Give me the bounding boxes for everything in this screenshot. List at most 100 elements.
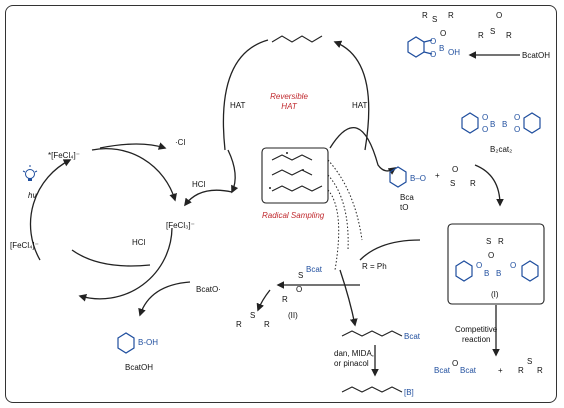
cycle-arrow-left — [29, 159, 72, 261]
chain-b — [341, 386, 403, 393]
o-atom-1: O — [430, 37, 436, 46]
b-bracket-label: [B] — [404, 388, 414, 397]
b-o-radical: B–O — [410, 174, 426, 183]
sulfide-product: R S R — [236, 289, 271, 329]
bcatoh-bottom: B-OH BcatOH — [117, 332, 158, 372]
o-b2-1: O — [482, 113, 488, 122]
s-s-complex: S — [450, 179, 455, 188]
s-ii: S — [298, 271, 303, 280]
s-sulfoxide: S — [432, 15, 437, 24]
cycle-arrow-bottom — [78, 227, 173, 302]
r-left: R — [422, 11, 428, 20]
r-free-left: R — [478, 31, 484, 40]
light-bulb-icon — [22, 165, 38, 181]
o-c1: O — [476, 261, 482, 270]
alkane-top — [271, 35, 323, 43]
radical-dot-2 — [302, 169, 304, 171]
o-b2-3: O — [514, 113, 520, 122]
dotted-line-1 — [327, 159, 363, 241]
competitive-label-2: reaction — [462, 335, 490, 344]
reagents-label-2: or pinacol — [334, 359, 369, 368]
o-sulfoxide: O — [440, 29, 446, 38]
o-atom-2: O — [430, 50, 436, 59]
radical-chain-1 — [271, 154, 313, 161]
cl-radical-label: ·Cl — [175, 138, 185, 147]
radical-chain-3 — [271, 185, 323, 192]
r-sulfide-left: R — [518, 366, 524, 375]
bcatoh-sulfoxide-complex: O O B OH O S R R O S R R BcatOH — [407, 11, 550, 60]
hat-right-down — [329, 127, 397, 175]
photocatalytic-cycle: *[FeCl₄]⁻ [FeCl₄]⁻ [FeCl₃]⁻ hν ·Cl HCl H… — [10, 138, 233, 317]
dotted-line-3 — [327, 189, 340, 271]
hcl-return-arrow — [71, 249, 151, 267]
b-c1: B — [484, 269, 489, 278]
hcl-label-bottom: HCl — [132, 238, 146, 247]
to-chain-arrow — [339, 269, 358, 327]
hat-right-label: HAT — [352, 101, 368, 110]
complex-i: O B B O S R O (I) — [447, 223, 545, 305]
b-b2-2: B — [502, 120, 507, 129]
r-ii: R — [282, 295, 288, 304]
bcat-o-bcat-left: Bcat — [434, 366, 451, 375]
fecl4-label: [FeCl₄]⁻ — [10, 241, 39, 250]
hv-label: hν — [28, 191, 36, 200]
plus-2: + — [498, 366, 503, 375]
bcatoh-bottom-label: BcatOH — [125, 363, 153, 372]
chain-bcat — [341, 330, 403, 337]
hat-right-up — [333, 40, 370, 151]
competitive-label-1: Competitive — [455, 325, 498, 334]
radical-dot-3 — [269, 187, 271, 189]
dotted-line-2 — [327, 174, 349, 251]
reagents-label-1: dan, MIDA, — [334, 349, 374, 358]
ii-label: (II) — [288, 311, 298, 320]
s-sp: S — [250, 311, 255, 320]
o-ii: O — [296, 285, 302, 294]
bcat-chain-label: Bcat — [404, 332, 421, 341]
o-c3: O — [488, 251, 494, 260]
b-oh-bottom: B-OH — [138, 338, 158, 347]
bcat-ii: Bcat — [306, 265, 323, 274]
hat-left-down — [227, 149, 239, 194]
r-eq-ph-label: R = Ph — [362, 262, 387, 271]
bcatoh-release-arrow — [138, 281, 191, 317]
hat-cycle: HAT HAT Reversible HAT Radical Sampling — [222, 35, 397, 271]
hat-left-curve — [222, 39, 269, 151]
alkyl-boronate: Bcat dan, MIDA, or pinacol [B] — [334, 269, 421, 397]
r-sulfide-right: R — [537, 366, 543, 375]
r-free-right: R — [506, 31, 512, 40]
r-sp-right: R — [264, 320, 270, 329]
o-s-complex: O — [452, 165, 458, 174]
o-b2-2: O — [482, 125, 488, 134]
radical-sampling-label: Radical Sampling — [262, 211, 325, 220]
complex-i-box — [447, 223, 545, 305]
o-bridge: O — [452, 359, 458, 368]
bcat-o-bcat-right: Bcat — [460, 366, 477, 375]
reversible-hat-label-1: Reversible — [270, 92, 308, 101]
r-sp-left: R — [236, 320, 242, 329]
reversible-hat-label-2: HAT — [281, 102, 298, 111]
radical-sampling-box — [261, 147, 329, 204]
s-c: S — [486, 237, 491, 246]
b-b2-1: B — [490, 120, 495, 129]
s-free: S — [490, 27, 495, 36]
r-s-complex: R — [470, 179, 476, 188]
bcato-label-1: Bca — [400, 193, 414, 202]
figure-frame — [5, 5, 557, 403]
bcato-dot-label: BcatO· — [196, 285, 221, 294]
b2cat2-label: B₂cat₂ — [490, 145, 512, 154]
r-right: R — [448, 11, 454, 20]
o-b2-4: O — [514, 125, 520, 134]
oh-group: OH — [448, 48, 460, 57]
o-free: O — [496, 11, 502, 20]
bcato-radical-plus-sulfide: B–O Bca tO + O S R — [389, 164, 504, 212]
hcl-uptake-arrow — [184, 189, 233, 207]
to-complex-i-arrow — [474, 164, 504, 207]
r-c: R — [498, 237, 504, 246]
hcl-label-top: HCl — [192, 180, 206, 189]
fecl3-label: [FeCl₃]⁻ — [166, 221, 195, 230]
cl-release-arrow — [99, 142, 167, 150]
radical-chain-2 — [271, 169, 313, 176]
cycle-arrow-top-right — [91, 147, 177, 202]
o-c2: O — [510, 261, 516, 270]
